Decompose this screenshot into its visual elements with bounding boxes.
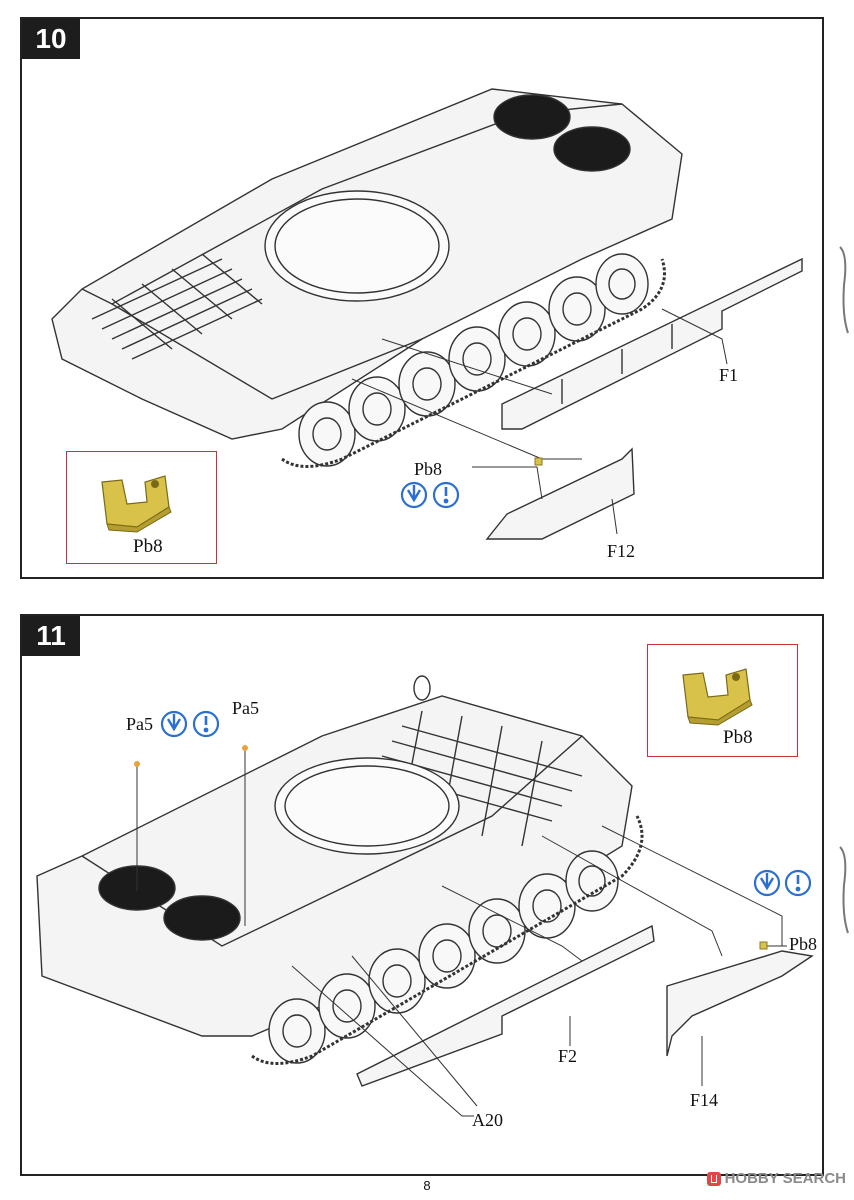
- step-10-glue-icons: [400, 481, 460, 509]
- step-11-detail-box: Pb8: [647, 644, 798, 757]
- step-10-illustration: [51, 88, 803, 540]
- part-label-f14: F14: [690, 1090, 719, 1110]
- step-10-panel: 10: [20, 17, 824, 579]
- part-label-a20: A20: [472, 1110, 503, 1130]
- part-label-f1: F1: [719, 365, 739, 385]
- side-skirt-f1: [501, 257, 803, 430]
- part-label-pa5-right: Pa5: [232, 698, 259, 718]
- side-skirt-f14: [666, 950, 814, 1057]
- step-11-illustration: [36, 675, 814, 1117]
- detail-label-pb8: Pb8: [723, 727, 753, 748]
- page-number: 8: [423, 1178, 431, 1193]
- part-label-pb8: Pb8: [789, 934, 818, 954]
- hobby-search-logo-icon: [706, 1171, 721, 1186]
- part-label-pa5-left: Pa5: [126, 714, 153, 734]
- step-10-number: 10: [22, 19, 80, 59]
- binding-mark-bottom: [839, 846, 849, 934]
- side-skirt-f12: [485, 447, 635, 540]
- step-11-panel: 11: [20, 614, 824, 1176]
- watermark-text: HOBBY SEARCH: [724, 1170, 846, 1187]
- step-11-glue-icons-b: [753, 869, 812, 897]
- step-10-detail-box: Pb8: [66, 451, 217, 564]
- step-11-glue-icons-a: [160, 710, 220, 738]
- hull-outline: [36, 695, 633, 1037]
- watermark: HOBBY SEARCH: [706, 1170, 846, 1187]
- pb8-part-illustration: [101, 475, 172, 533]
- step-11-number: 11: [22, 616, 80, 656]
- part-label-f2: F2: [558, 1046, 578, 1066]
- binding-mark-top: [839, 246, 849, 334]
- part-label-f12: F12: [607, 541, 636, 561]
- side-skirt-f2: [356, 924, 655, 1087]
- detail-label-pb8: Pb8: [133, 536, 163, 557]
- part-label-pb8: Pb8: [414, 459, 443, 479]
- pb8-part-illustration: [682, 668, 753, 726]
